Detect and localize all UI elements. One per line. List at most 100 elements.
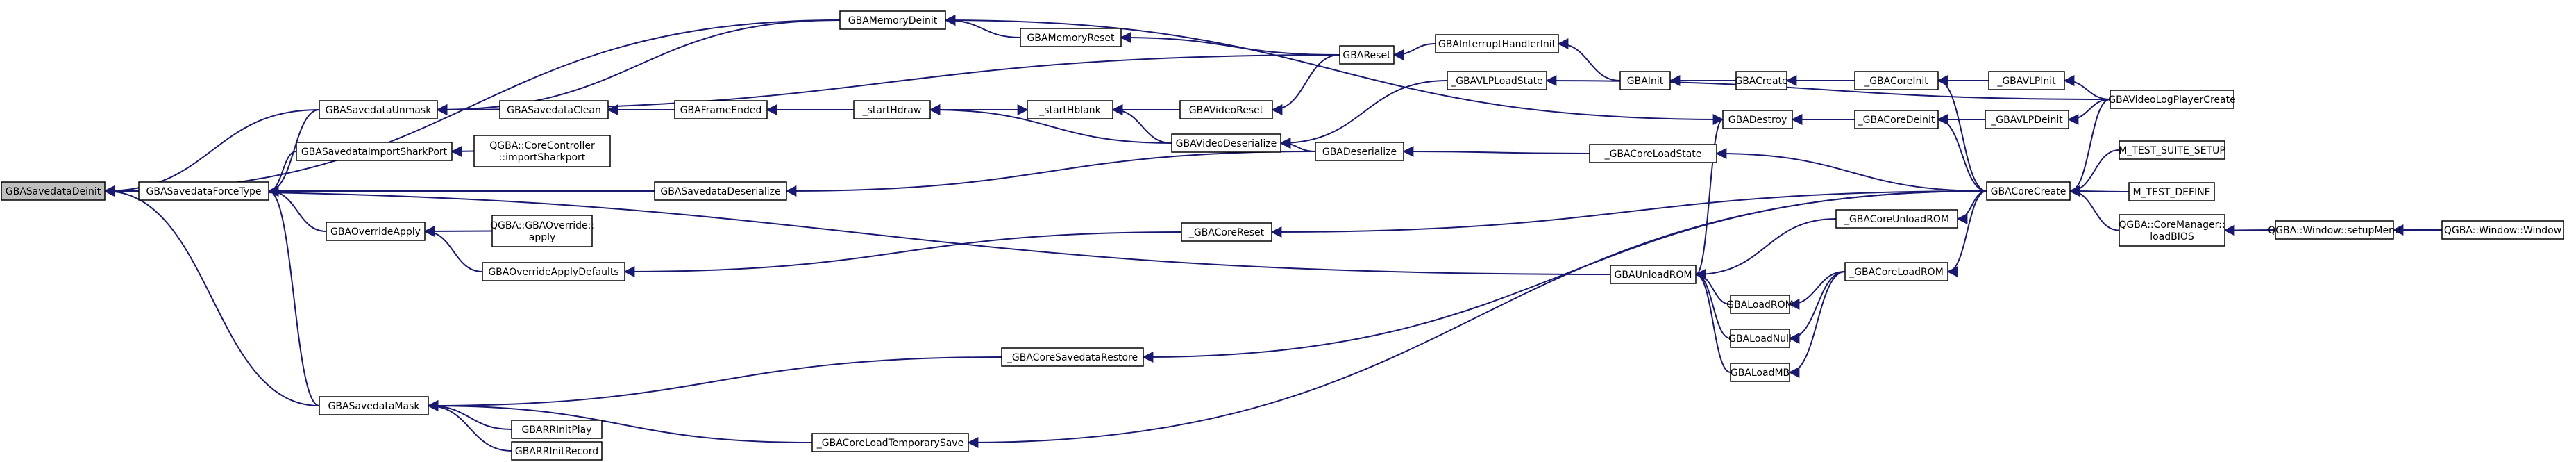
graph-node[interactable]: _GBACoreLoadState [1589, 144, 1717, 163]
node-box [1835, 209, 1958, 229]
graph-node[interactable]: GBALoadNull [1728, 329, 1792, 348]
node-label: GBAReset [1342, 50, 1391, 61]
node-box [1619, 71, 1671, 90]
graph-node[interactable]: GBALoadROM [1726, 295, 1794, 314]
graph-node[interactable]: QGBA::Window::setupMenu [2268, 220, 2401, 240]
node-box [1610, 265, 1697, 284]
node-label: _GBACoreInit [1864, 76, 1928, 87]
node-label: QGBA::GBAOverride:: [490, 220, 594, 231]
graph-node[interactable]: _GBACoreSavedataRestore [1001, 347, 1144, 367]
node-box [1844, 262, 1948, 281]
graph-node[interactable]: GBASavedataClean [499, 100, 609, 119]
graph-node[interactable]: GBASavedataForceType [138, 181, 269, 201]
graph-node[interactable]: QGBA::CoreController::importSharkport [473, 135, 611, 167]
node-label: _GBAVLPDeinit [1990, 115, 2063, 126]
node-label: GBAInit [1627, 76, 1664, 87]
graph-node[interactable]: QGBA::Window::Window [2441, 220, 2564, 240]
graph-node[interactable]: GBAFrameEnded [674, 100, 768, 119]
graph-node[interactable]: GBAMemoryReset [1020, 28, 1122, 47]
graph-node[interactable]: M_TEST_DEFINE [2128, 182, 2215, 201]
graph-node[interactable]: GBAVideoReset [1179, 100, 1273, 119]
call-edge [2223, 224, 2276, 236]
node-box [2441, 220, 2564, 240]
node-label: GBAVideoReset [1189, 105, 1264, 116]
graph-node[interactable]: GBAOverrideApplyDefaults [482, 262, 625, 281]
node-label: apply [529, 232, 556, 243]
call-edge [427, 400, 813, 443]
node-label: _GBAVLPLoadState [1450, 76, 1543, 87]
node-box [1730, 329, 1790, 348]
node-label: GBASavedataForceType [146, 186, 262, 197]
graph-node[interactable]: GBASavedataDeserialize [654, 181, 787, 201]
node-label: GBASavedataImportSharkPort [301, 147, 448, 158]
graph-node[interactable]: GBADestroy [1722, 110, 1793, 129]
node-label: _GBACoreSavedataRestore [1007, 352, 1138, 363]
call-edge [1788, 271, 1846, 378]
node-box [654, 181, 787, 201]
call-edge [1715, 148, 1987, 192]
graph-node[interactable]: GBAInit [1619, 71, 1671, 90]
call-edge [2063, 75, 2111, 100]
graph-node[interactable]: _GBACoreDeinit [1854, 110, 1939, 129]
node-box [296, 142, 453, 161]
graph-node[interactable]: _GBACoreInit [1854, 71, 1939, 90]
graph-node[interactable]: _GBACoreUnloadROM [1835, 209, 1958, 229]
node-label: QGBA::Window::setupMenu [2268, 225, 2401, 236]
node-label: QGBA::CoreManager:: [2119, 220, 2225, 231]
graph-node[interactable]: _GBACoreLoadROM [1844, 262, 1948, 281]
graph-node[interactable]: GBASavedataDeinit [1, 181, 106, 201]
graph-node[interactable]: GBACreate [1735, 71, 1788, 90]
graph-node[interactable]: QGBA::GBAOverride::apply [490, 215, 594, 247]
node-box [1589, 144, 1717, 163]
graph-node[interactable]: QGBA::CoreManager::loadBIOS [2119, 214, 2225, 247]
node-label: GBARRInitRecord [515, 446, 598, 457]
node-box [1, 181, 106, 201]
graph-node[interactable]: _GBAVLPLoadState [1447, 71, 1547, 90]
node-box [1339, 45, 1395, 65]
graph-node[interactable]: GBARRInitPlay [511, 420, 603, 439]
graph-node[interactable]: M_TEST_SUITE_SETUP [2119, 140, 2225, 160]
node-label: GBADeserialize [1322, 147, 1397, 158]
node-box [1181, 222, 1272, 242]
graph-node[interactable]: GBALoadMB [1730, 363, 1790, 382]
call-edge [423, 226, 483, 272]
node-box [1435, 34, 1559, 53]
graph-node[interactable]: GBACoreCreate [1986, 181, 2071, 201]
call-edge [267, 185, 327, 232]
graph-node[interactable]: _GBACoreLoadTemporarySave [811, 433, 969, 452]
graph-node[interactable]: _GBAVLPInit [1988, 71, 2065, 90]
node-label: _startHdraw [862, 105, 922, 116]
graph-node[interactable]: GBADeserialize [1315, 142, 1404, 161]
graph-node[interactable]: GBASavedataMask [319, 396, 429, 415]
node-label: _GBAVLPInit [1996, 76, 2056, 87]
graph-node[interactable]: GBAInterruptHandlerInit [1435, 34, 1559, 53]
graph-node[interactable]: GBAUnloadROM [1610, 265, 1697, 284]
graph-node[interactable]: _startHblank [1027, 100, 1113, 119]
node-box [1985, 110, 2069, 129]
call-edge [451, 145, 475, 157]
call-edge [1788, 271, 1846, 310]
node-label: QGBA::Window::Window [2444, 225, 2561, 236]
graph-node[interactable]: _GBAVLPDeinit [1985, 110, 2069, 129]
graph-node[interactable]: GBAVideoDeserialize [1171, 133, 1281, 153]
node-box [1854, 71, 1939, 90]
graph-node[interactable]: GBASavedataUnmask [319, 100, 438, 119]
graph-node[interactable]: GBAVideoLogPlayerCreate [2108, 90, 2236, 109]
graph-node[interactable]: GBAMemoryDeinit [839, 10, 946, 30]
node-label: GBARRInitPlay [521, 424, 591, 436]
graph-node[interactable]: GBARRInitRecord [511, 441, 603, 461]
node-label: _startHblank [1038, 105, 1101, 116]
graph-node[interactable]: _startHdraw [853, 100, 931, 119]
node-box [138, 181, 269, 201]
node-box [319, 396, 429, 415]
graph-node[interactable]: _GBACoreReset [1181, 222, 1272, 242]
call-edge [267, 185, 320, 406]
graph-node[interactable]: GBAReset [1339, 45, 1395, 65]
node-label: _GBACoreReset [1188, 227, 1265, 238]
node-label: QGBA::CoreController [489, 140, 595, 151]
node-box [2110, 90, 2234, 109]
graph-node[interactable]: GBASavedataImportSharkPort [296, 142, 453, 161]
graph-node[interactable]: GBAOverrideApply [326, 222, 426, 241]
call-edge [1694, 269, 1731, 339]
call-edge [436, 19, 841, 115]
